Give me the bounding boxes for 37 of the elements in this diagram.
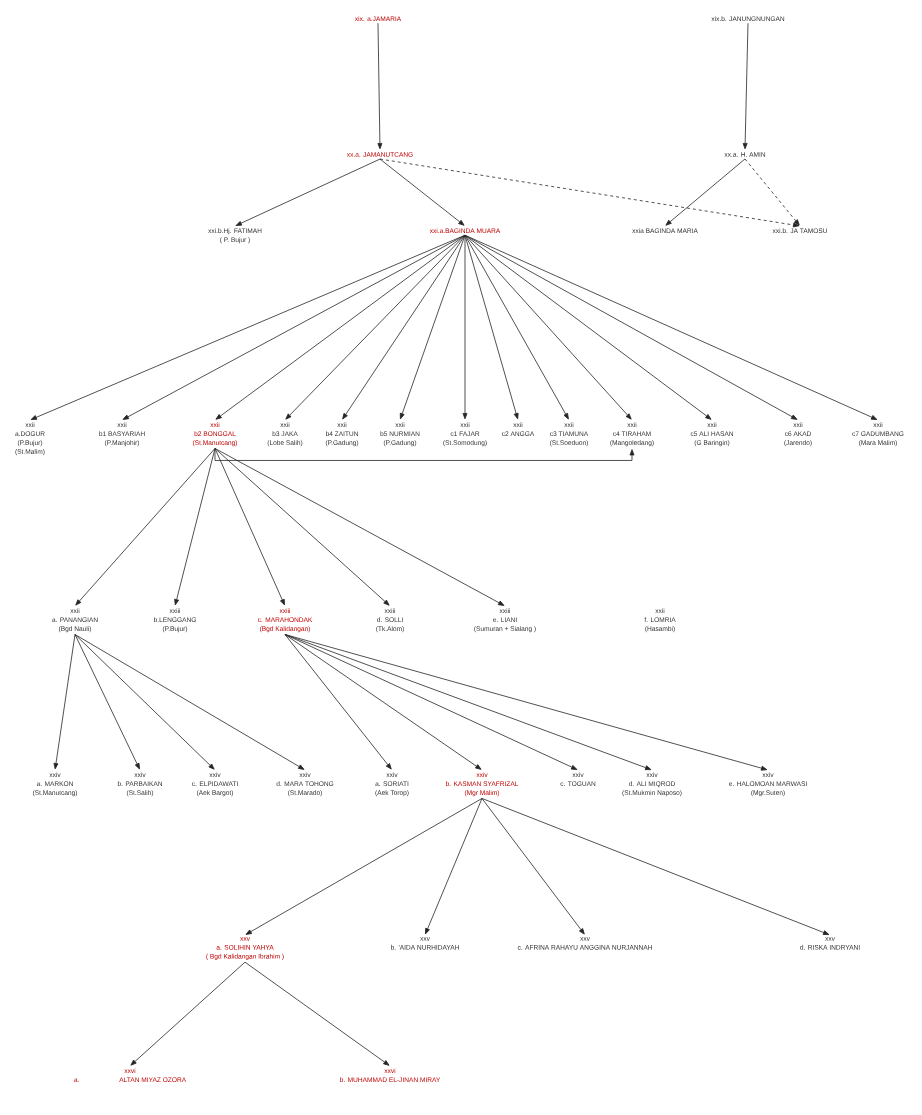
arrow: [214, 448, 285, 606]
arrow: [742, 22, 749, 150]
arrow: [284, 634, 392, 770]
arrow: [74, 634, 215, 770]
arrow: [284, 634, 768, 771]
arrow: [214, 448, 635, 461]
arrow: [379, 158, 800, 228]
arrow: [464, 234, 632, 420]
arrow: [215, 234, 466, 420]
arrow: [464, 234, 569, 420]
arrow: [462, 234, 468, 420]
arrow: [399, 234, 466, 420]
arrow: [75, 448, 216, 606]
arrow: [481, 798, 830, 935]
arrow: [214, 448, 390, 606]
arrow: [744, 158, 800, 226]
arrow: [53, 634, 76, 770]
arrow: [285, 234, 466, 420]
arrow: [235, 158, 381, 226]
arrow: [74, 634, 140, 770]
arrow: [425, 798, 483, 935]
arrow: [464, 234, 712, 420]
arrow: [464, 234, 878, 420]
arrow: [130, 961, 246, 1066]
arrow: [481, 798, 585, 935]
arrow: [464, 234, 519, 420]
arrow: [377, 22, 383, 150]
arrow: [379, 158, 465, 226]
arrow: [665, 158, 746, 226]
arrow: [245, 798, 483, 935]
arrow: [122, 234, 466, 420]
arrow: [284, 634, 482, 770]
arrow: [74, 634, 305, 770]
arrow: [214, 448, 505, 606]
arrow: [174, 448, 216, 606]
arrow: [342, 234, 466, 420]
arrow: [244, 961, 390, 1066]
